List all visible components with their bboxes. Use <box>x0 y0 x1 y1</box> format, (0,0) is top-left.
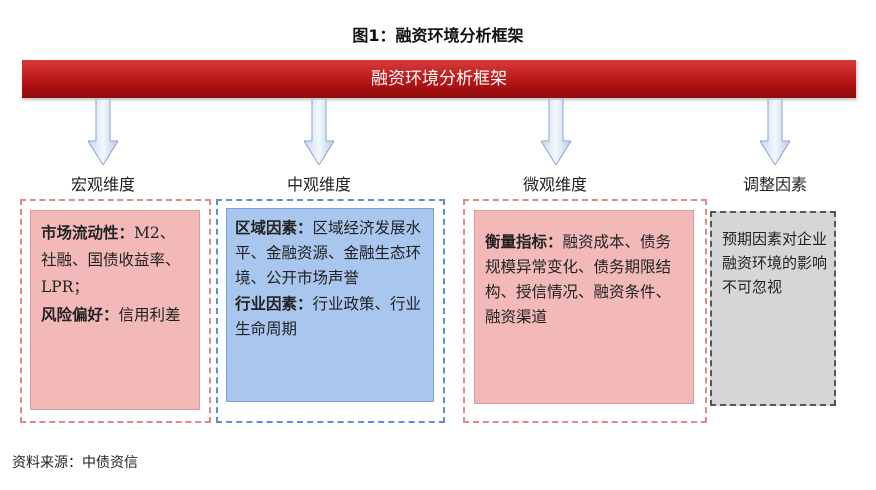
item-key: 市场流动性： <box>41 223 135 242</box>
item-key: 风险偏好： <box>41 305 119 324</box>
adjustment-label: 调整因素 <box>742 175 807 194</box>
item-text: M2、社融、国债收益率、LPR； <box>41 224 181 296</box>
macro-label: 宏观维度 <box>70 175 135 194</box>
down-arrow-icon <box>88 99 118 165</box>
item-text: 行业政策、行业生命周期 <box>235 295 422 338</box>
item-text: 信用利差 <box>118 306 181 324</box>
adjustment-item: 预期因素对企业融资环境的影响不可忽视 <box>722 227 828 299</box>
micro-item: 衡量指标：融资成本、债务规模异常变化、债务期限结构、授信情况、融资条件、融资渠道 <box>485 229 683 330</box>
item-text: 预期因素对企业融资环境的影响不可忽视 <box>722 230 828 296</box>
macro-item: 市场流动性：M2、社融、国债收益率、LPR； <box>41 219 189 301</box>
meso-label: 中观维度 <box>286 175 351 194</box>
meso-item: 行业因素：行业政策、行业生命周期 <box>235 291 425 342</box>
item-text: 融资成本、债务规模异常变化、债务期限结构、授信情况、融资条件、融资渠道 <box>485 233 672 326</box>
micro-label: 微观维度 <box>522 175 587 194</box>
item-key: 衡量指标： <box>485 232 563 251</box>
framework-banner: 融资环境分析框架 <box>22 60 856 98</box>
down-arrow-icon <box>760 99 790 165</box>
figure-title: 图1：融资环境分析框架 <box>352 26 524 45</box>
down-arrow-icon <box>304 99 334 165</box>
macro-box: 市场流动性：M2、社融、国债收益率、LPR； 风险偏好：信用利差 <box>30 210 200 410</box>
meso-box: 区域因素：区域经济发展水平、金融资源、金融生态环境、公开市场声誉 行业因素：行业… <box>226 208 434 402</box>
meso-item: 区域因素：区域经济发展水平、金融资源、金融生态环境、公开市场声誉 <box>235 215 425 291</box>
micro-box: 衡量指标：融资成本、债务规模异常变化、债务期限结构、授信情况、融资条件、融资渠道 <box>474 210 694 404</box>
item-key: 区域因素： <box>235 218 313 237</box>
down-arrow-icon <box>541 99 571 165</box>
micro-panel <box>463 199 707 423</box>
source-note: 资料来源：中债资信 <box>12 455 138 471</box>
item-text: 区域经济发展水平、金融资源、金融生态环境、公开市场声誉 <box>235 219 422 287</box>
meso-panel <box>216 199 445 423</box>
adjustment-box: 预期因素对企业融资环境的影响不可忽视 <box>710 211 836 406</box>
macro-item: 风险偏好：信用利差 <box>41 301 189 329</box>
item-key: 行业因素： <box>235 294 313 313</box>
macro-panel <box>20 199 211 423</box>
